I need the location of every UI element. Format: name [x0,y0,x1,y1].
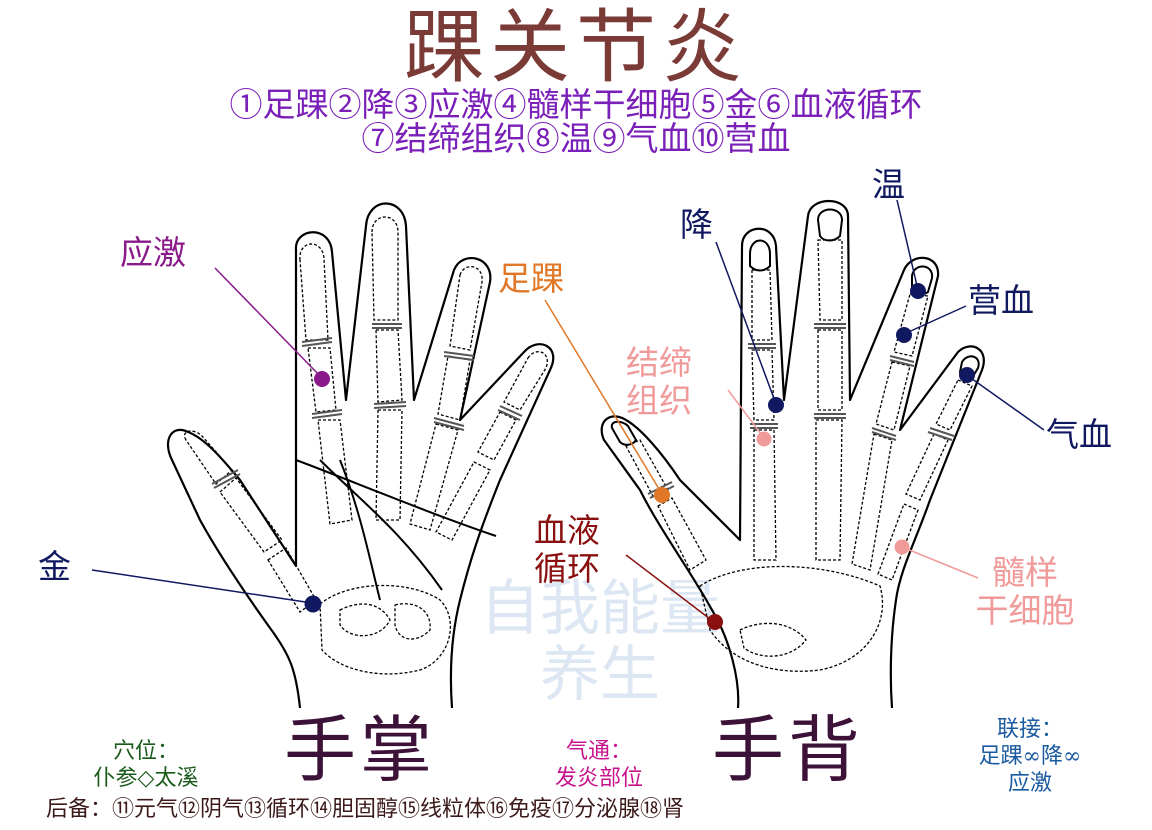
back-bones [625,239,973,672]
back-title: 手背 [712,708,865,792]
label-yingxue: 营血 [968,281,1034,320]
qitong-text: 发炎部位 [554,766,643,791]
backup-line: 后备：⑪元气⑫阴气⑬循环⑭胆固醇⑮线粒体⑯免疫⑰分泌腺⑱肾 [46,797,685,822]
point-yingji-dot [314,371,330,387]
label-suiyang-line-2: 干细胞 [975,591,1075,630]
palm-joints [211,323,523,489]
label-jieti-line-2: 组织 [626,381,692,420]
label-jin: 金 [38,547,71,586]
label-jiang: 降 [680,205,713,244]
link-heading: 联接： [996,717,1063,742]
label-xueye: 血液 循环 [534,512,600,588]
label-wen: 温 [872,165,905,204]
back-joints [647,323,955,499]
legend-line-1: ①足踝②降③应激④髓样干细胞⑤金⑥血液循环 [229,85,923,124]
palm-hand-outline [166,202,555,709]
point-zuhuai-dot [654,487,670,503]
point-jin-dot [304,595,322,613]
watermark-line-2: 养生 [540,640,660,710]
point-yingxue-dot [896,327,912,343]
label-jieti: 结缔 组织 [626,344,692,420]
palm-title: 手掌 [284,708,437,792]
link-line-2: 应激 [1007,771,1052,796]
qitong-block: 气通： 发炎部位 [514,738,684,792]
label-jieti-line-1: 结缔 [626,343,692,382]
acupoint-text: 仆参◇太溪 [93,766,199,791]
palm-bones [183,216,548,675]
link-line-1: 足踝∞降∞ [978,744,1082,769]
leader-lines [91,199,1045,623]
label-xueye-line-2: 循环 [534,549,600,588]
point-xueye-dot [707,614,723,630]
point-wen-dot [910,283,926,299]
label-yingji: 应激 [120,233,186,272]
back-hand-outline [600,200,985,709]
point-jieti-dot [756,431,772,447]
point-qixue-dot [959,367,975,383]
page-title: 踝关节炎 [404,1,748,94]
point-suiyang-dot [894,539,910,555]
acupoint-block: 穴位： 仆参◇太溪 [46,738,246,792]
qitong-heading: 气通： [565,739,632,764]
label-xueye-line-1: 血液 [534,511,600,550]
link-block: 联接： 足踝∞降∞ 应激 [930,716,1130,797]
acupoint-heading: 穴位： [112,739,179,764]
label-suiyang-line-1: 髓样 [992,553,1058,592]
label-zuhuai: 足踝 [498,259,564,298]
point-jiang-dot [768,397,784,413]
legend-line-2: ⑦结缔组织⑧温⑨气血⑩营血 [361,119,791,158]
label-suiyang: 髓样 干细胞 [950,554,1100,630]
watermark: 自我能量 养生 [420,576,780,708]
label-qixue: 气血 [1046,415,1112,454]
watermark-line-1: 自我能量 [480,574,720,644]
